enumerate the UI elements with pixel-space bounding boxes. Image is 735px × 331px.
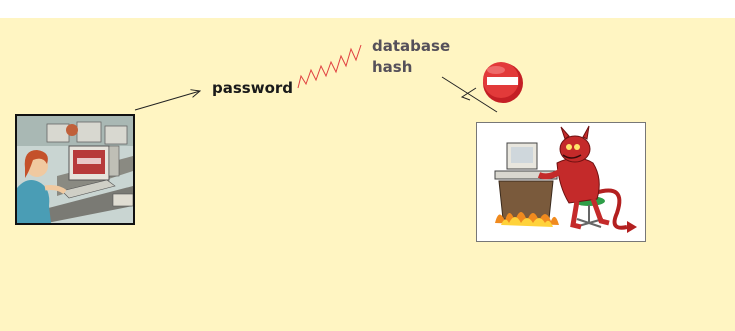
database-hash-line1: database (372, 37, 451, 55)
database-hash-label: database hash (372, 36, 450, 78)
attacker-arrow-head (460, 87, 477, 101)
user-to-password-arrow (134, 91, 200, 111)
title-strip (0, 0, 735, 18)
user-at-computer-picture (15, 114, 135, 225)
attacker-picture (476, 122, 646, 242)
password-label: password (212, 79, 294, 97)
database-hash-line2: hash (372, 58, 413, 76)
hash-zigzag (297, 44, 362, 89)
devil-at-computer-icon (477, 123, 645, 241)
person-at-computer-icon (17, 116, 134, 223)
attacker-to-hash-arrow (441, 76, 498, 113)
